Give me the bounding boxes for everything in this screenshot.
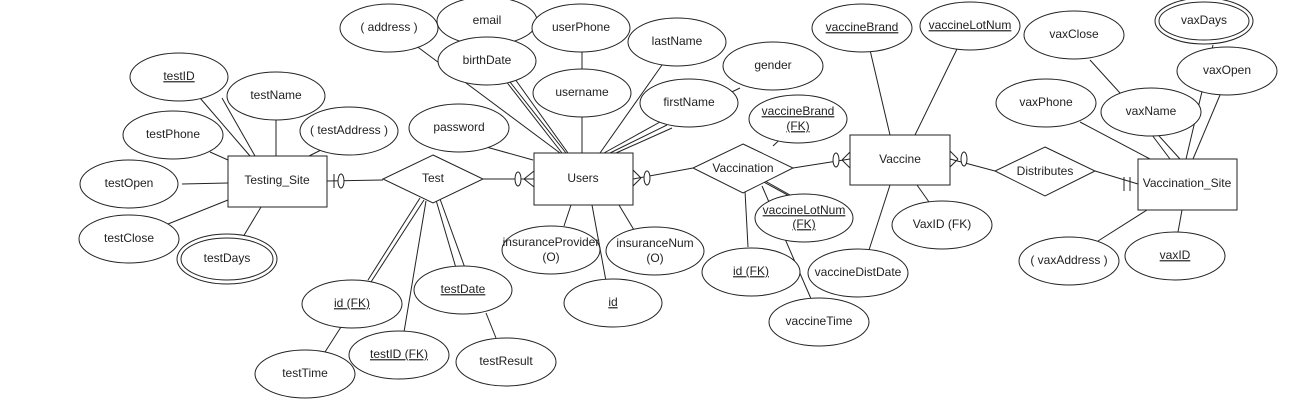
attribute-address: ( address ) [339,3,439,53]
svg-text:vaxName: vaxName [1126,104,1177,118]
svg-text:id (FK): id (FK) [334,296,370,310]
entity-label: Vaccine [879,152,921,166]
svg-text:testTime: testTime [282,366,328,380]
svg-text:vaccineTime: vaccineTime [786,314,853,328]
attribute-insurance-provider: insuranceProvider (O) [501,225,601,275]
attribute-gender: gender [722,41,824,91]
svg-text:birthDate: birthDate [463,53,512,67]
svg-text:vaxID: vaxID [1160,248,1191,262]
svg-text:vaxPhone: vaxPhone [1019,95,1073,109]
svg-text:testResult: testResult [479,354,533,368]
attribute-vax-open: vaxOpen [1176,46,1278,96]
entity-vaccination-site: Vaccination_Site [1137,158,1238,211]
svg-text:testOpen: testOpen [105,176,154,190]
entity-label: Vaccination_Site [1143,176,1232,190]
svg-text:(O): (O) [542,250,559,264]
attribute-insurance-num: insuranceNum (O) [605,226,705,276]
attribute-vaccination-user-id-fk: id (FK) [701,247,801,297]
svg-text:id (FK): id (FK) [733,264,769,278]
svg-text:testID: testID [163,69,195,83]
relationship-label: Test [422,171,445,185]
attribute-test-user-id-fk: id (FK) [301,279,403,329]
attribute-vaccine-time: vaccineTime [768,297,870,347]
svg-text:id: id [608,295,617,309]
attribute-vaccination-lot-fk: vaccineLotNum (FK) [754,193,854,243]
attribute-test-date: testDate [413,265,513,315]
attribute-vaccine-lot-num: vaccineLotNum [919,1,1021,51]
svg-text:testPhone: testPhone [146,127,200,141]
attribute-test-close: testClose [78,214,180,264]
svg-text:(FK): (FK) [786,119,809,133]
attribute-test-id: testID [129,52,229,102]
entity-testing-site: Testing_Site [227,155,328,208]
entity-vaccine: Vaccine [849,134,951,186]
svg-text:testName: testName [250,88,302,102]
svg-text:VaxID (FK): VaxID (FK) [913,217,971,231]
svg-text:vaccineLotNum: vaccineLotNum [763,203,846,217]
relationship-test: Test [381,154,485,204]
relationship-vaccination: Vaccination [691,143,795,194]
svg-text:userPhone: userPhone [552,20,610,34]
entity-users: Users [533,152,634,206]
attribute-username: username [532,68,632,118]
relationship-distributes: Distributes [993,146,1097,197]
attribute-last-name: lastName [627,17,727,67]
attribute-vaccination-brand-fk: vaccineBrand (FK) [748,94,848,144]
entity-label: Testing_Site [244,173,310,187]
svg-text:vaccineDistDate: vaccineDistDate [815,265,902,279]
svg-text:vaxOpen: vaxOpen [1203,63,1251,77]
svg-text:firstName: firstName [663,95,715,109]
attribute-vax-phone: vaxPhone [995,78,1097,128]
svg-text:insuranceProvider: insuranceProvider [503,235,600,249]
svg-text:( address ): ( address ) [360,20,417,34]
svg-text:testDate: testDate [441,282,486,296]
entity-label: Users [567,171,598,185]
relationship-label: Vaccination [712,161,773,175]
attribute-vax-days: vaxDays [1154,0,1254,45]
attribute-vaxid-fk: VaxID (FK) [891,200,993,250]
svg-text:username: username [555,85,609,99]
attribute-user-phone: userPhone [531,3,631,53]
attribute-vaccine-dist-date: vaccineDistDate [807,248,909,298]
svg-text:insuranceNum: insuranceNum [616,236,693,250]
svg-text:testDays: testDays [204,251,251,265]
svg-text:gender: gender [754,58,791,72]
svg-text:password: password [433,120,484,134]
attribute-test-test-id-fk: testID (FK) [348,330,450,380]
svg-text:(FK): (FK) [792,217,815,231]
svg-text:( vaxAddress ): ( vaxAddress ) [1030,253,1107,267]
attribute-vaccine-brand: vaccineBrand [811,3,913,53]
svg-text:vaccineBrand: vaccineBrand [826,20,899,34]
svg-text:lastName: lastName [652,34,703,48]
cardinality-marks [333,150,1131,191]
svg-text:vaxDays: vaxDays [1181,13,1227,27]
attribute-password: password [408,103,510,153]
svg-text:testClose: testClose [104,231,154,245]
attribute-test-days: testDays [176,233,278,285]
svg-text:testID (FK): testID (FK) [370,347,428,361]
svg-text:( testAddress ): ( testAddress ) [310,123,388,137]
attribute-first-name: firstName [639,78,739,128]
attribute-test-name: testName [226,71,326,121]
svg-text:vaccineBrand: vaccineBrand [762,104,835,118]
attribute-vax-address: ( vaxAddress ) [1018,236,1120,286]
attribute-vax-id: vaxID [1124,231,1226,281]
attribute-vax-close: vaxClose [1023,10,1125,60]
attribute-test-phone: testPhone [122,110,224,160]
relationship-label: Distributes [1017,164,1074,178]
attribute-test-result: testResult [455,337,557,387]
attribute-birth-date: birthDate [437,36,537,86]
attribute-test-time: testTime [254,349,356,399]
svg-text:vaccineLotNum: vaccineLotNum [929,18,1012,32]
svg-text:email: email [473,13,502,27]
svg-text:vaxClose: vaxClose [1049,27,1099,41]
attribute-vax-name: vaxName [1100,87,1202,137]
attribute-test-address: ( testAddress ) [299,106,399,156]
attribute-test-open: testOpen [79,159,179,209]
attribute-user-id: id [563,278,663,328]
svg-text:(O): (O) [646,251,663,265]
